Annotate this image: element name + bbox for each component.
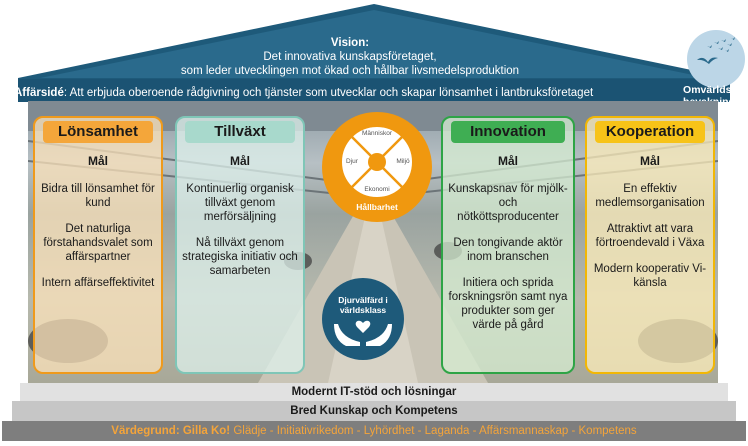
foundation-values: Värdegrund: Gilla Ko! Glädje - Initiativ…	[2, 421, 746, 441]
pillar-title: Lönsamhet	[43, 121, 153, 143]
roof	[18, 4, 730, 102]
vision-line-1: Det innovativa kunskapsföretaget,	[263, 51, 437, 63]
pillar-goal-label: Mål	[87, 154, 108, 168]
goal-item: Attraktivt att vara förtroendevald i Väx…	[595, 223, 705, 249]
goal-item: Nå tillväxt genom strategiska initiativ …	[182, 237, 298, 277]
pillar-goal-label: Mål	[229, 154, 250, 168]
hallbarhet-circle: Människor Miljö Ekonomi Djur Hållbarhet	[322, 112, 432, 222]
pillar-lonsamhet: Lönsamhet Mål Bidra till lönsamhet för k…	[33, 116, 163, 374]
vision-line-2: som leder utvecklingen mot ökad och håll…	[180, 65, 520, 77]
omvarld-circle	[687, 30, 745, 88]
pillar-title: Innovation	[451, 121, 565, 143]
pillar-goals: Kontinuerlig organisk tillväxt genom mer…	[181, 182, 299, 290]
birds-icon	[697, 37, 735, 64]
segment-djur: Djur	[346, 158, 358, 165]
business-idea: Affärsidé: Att erbjuda oberoende rådgivn…	[14, 84, 674, 102]
goal-item: Kontinuerlig organisk tillväxt genom mer…	[186, 183, 294, 223]
pillar-goal-label: Mål	[639, 154, 660, 168]
sustainability-wheel-icon	[340, 125, 414, 199]
pillar-kooperation: Kooperation Mål En effektiv medlemsorgan…	[585, 116, 715, 374]
djurvalfard-label: Djurvälfärd i världsklass	[338, 295, 388, 315]
goal-item: Kunskapsnav för mjölk- och nötköttsprodu…	[448, 183, 568, 223]
pillar-innovation: Innovation Mål Kunskapsnav för mjölk- oc…	[441, 116, 575, 374]
goal-item: Bidra till lönsamhet för kund	[41, 183, 155, 209]
pillar-title: Tillväxt	[185, 121, 295, 143]
pillar-goals: En effektiv medlemsorganisation Attrakti…	[591, 182, 709, 302]
goal-item: Det naturliga förstahandsvalet som affär…	[43, 223, 153, 263]
hallbarhet-title: Hållbarhet	[356, 202, 398, 212]
goal-item: Initiera och sprida forskningsrön samt n…	[448, 277, 568, 331]
hands-heart-icon	[334, 320, 392, 346]
segment-manniskor: Människor	[362, 130, 392, 137]
pillar-goals: Bidra till lönsamhet för kund Det naturl…	[39, 182, 157, 302]
foundation-knowledge: Bred Kunskap och Kompetens	[12, 401, 736, 421]
goal-item: Den tongivande aktör inom branschen	[453, 237, 563, 263]
goal-item: Modern kooperativ Vi-känsla	[593, 263, 707, 289]
pillar-title: Kooperation	[595, 121, 705, 143]
pillar-goals: Kunskapsnav för mjölk- och nötköttsprodu…	[447, 182, 569, 344]
business-idea-text: : Att erbjuda oberoende rådgivning och t…	[63, 87, 594, 99]
segment-miljo: Miljö	[396, 158, 410, 165]
values-list: Glädje - Initiativrikedom - Lyhördhet - …	[230, 425, 637, 437]
pillar-tillvaxt: Tillväxt Mål Kontinuerlig organisk tillv…	[175, 116, 305, 374]
business-idea-label: Affärsidé	[14, 87, 64, 99]
vision-statement: Vision: Det innovativa kunskapsföretaget…	[150, 36, 550, 78]
vision-title: Vision:	[330, 37, 370, 49]
djurvalfard-circle: Djurvälfärd i världsklass	[322, 278, 404, 360]
segment-ekonomi: Ekonomi	[364, 186, 390, 193]
values-label: Värdegrund: Gilla Ko!	[111, 425, 231, 437]
pillar-goal-label: Mål	[497, 154, 518, 168]
goal-item: En effektiv medlemsorganisation	[595, 183, 705, 209]
foundation-it-support: Modernt IT-stöd och lösningar	[20, 383, 728, 401]
goal-item: Intern affärseffektivitet	[41, 277, 155, 289]
